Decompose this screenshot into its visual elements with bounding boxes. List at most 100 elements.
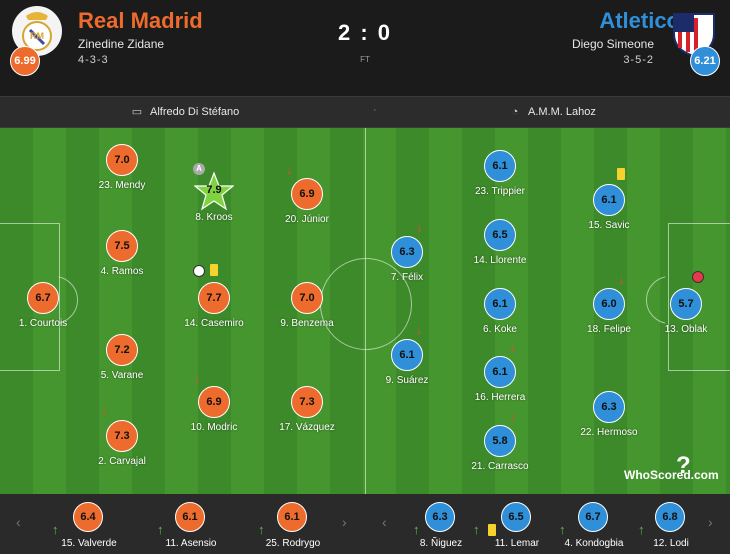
player-name: 11. Asensio	[165, 538, 217, 549]
away-substitute[interactable]: 6.7 4. Kondogbia	[549, 494, 639, 554]
chevron-left-icon[interactable]: ‹	[16, 514, 21, 530]
player-name: 8. Ñiguez	[419, 538, 463, 549]
player-name: 7. Félix	[390, 272, 424, 283]
player-rating: 6.4	[73, 502, 103, 532]
home-player[interactable]: 7.3 17. Vázquez	[262, 386, 352, 446]
player-name: 22. Hermoso	[580, 427, 638, 438]
home-team-name[interactable]: Real Madrid	[78, 8, 203, 33]
away-substitute[interactable]: 6.3 8. Ñiguez	[396, 494, 486, 554]
home-player[interactable]: 6.9 10. Modric	[169, 386, 259, 446]
player-rating: 7.5	[106, 230, 138, 262]
player-rating: 5.8	[484, 425, 516, 457]
subbed-on-arrow-icon: ↑	[413, 522, 420, 537]
svg-text:RM: RM	[30, 31, 44, 41]
home-formation: 4-3-3	[78, 54, 109, 66]
player-name: 2. Carvajal	[98, 456, 146, 467]
stadium-icon: ▭	[131, 106, 143, 118]
player-rating: 6.1	[277, 502, 307, 532]
home-player[interactable]: 7.5 4. Ramos	[77, 230, 167, 290]
away-player[interactable]: 6.5 14. Llorente	[455, 219, 545, 279]
pitch: 7.0 23. Mendy 7.9 8. Kroos A 6.9 20. Jún…	[0, 128, 730, 494]
subbed-off-arrow-icon: ↓	[618, 272, 625, 287]
player-name: 5. Varane	[100, 370, 144, 381]
away-player[interactable]: 5.8 21. Carrasco	[455, 425, 545, 485]
player-name: 15. Savic	[588, 220, 630, 231]
away-team-name[interactable]: Atletico	[599, 8, 680, 33]
yellow-card-icon	[488, 524, 496, 536]
player-name: 12. Lodi	[653, 538, 689, 549]
home-player[interactable]: 7.0 9. Benzema	[262, 282, 352, 342]
player-name: 23. Mendy	[98, 180, 146, 191]
player-name: 17. Vázquez	[279, 422, 335, 433]
home-player[interactable]: 7.0 23. Mendy	[77, 144, 167, 204]
away-player[interactable]: 6.1 6. Koke	[455, 288, 545, 348]
man-of-the-match-star-icon	[194, 171, 234, 211]
home-substitute[interactable]: 6.1 11. Asensio	[146, 494, 236, 554]
player-rating: 6.1	[484, 288, 516, 320]
away-substitute[interactable]: 6.8 12. Lodi	[626, 494, 716, 554]
player-rating: 7.3	[291, 386, 323, 418]
subbed-off-arrow-icon: ↓	[416, 220, 423, 235]
home-player[interactable]: 7.7 14. Casemiro	[169, 282, 259, 342]
home-player-goalkeeper[interactable]: 6.7 1. Courtois	[0, 282, 88, 342]
player-rating: 6.3	[425, 502, 455, 532]
player-name: 23. Trippier	[474, 186, 526, 197]
player-rating: 6.1	[175, 502, 205, 532]
away-player[interactable]: 6.1 23. Trippier	[455, 150, 545, 210]
whistle-icon: ◔	[511, 106, 519, 118]
player-rating: 6.9	[291, 178, 323, 210]
player-rating: 7.0	[106, 144, 138, 176]
chevron-right-icon[interactable]: ›	[708, 514, 713, 530]
home-team-rating: 6.99	[10, 46, 40, 76]
player-rating: 6.9	[198, 386, 230, 418]
own-goal-ball-icon	[692, 271, 704, 283]
whoscored-logo[interactable]: WhoScored.com	[624, 468, 719, 482]
subbed-off-arrow-icon: ↓	[509, 409, 516, 424]
away-substitute[interactable]: 6.5 11. Lemar	[472, 494, 562, 554]
player-rating: 6.0	[593, 288, 625, 320]
yellow-card-icon	[617, 168, 625, 180]
subbed-off-arrow-icon: ↓	[509, 340, 516, 355]
home-player[interactable]: 7.3 2. Carvajal	[77, 420, 167, 480]
info-separator: ·	[373, 104, 377, 116]
player-name: 1. Courtois	[18, 318, 68, 329]
subbed-off-arrow-icon: ↓	[101, 402, 108, 417]
player-rating: 7.9	[206, 184, 222, 196]
yellow-card-icon	[210, 264, 218, 276]
home-coach: Zinedine Zidane	[78, 37, 165, 51]
player-name: 9. Benzema	[280, 318, 334, 329]
away-player[interactable]: 6.3 7. Félix	[362, 236, 452, 296]
chevron-left-icon[interactable]: ‹	[382, 514, 387, 530]
away-player[interactable]: 6.1 15. Savic	[564, 184, 654, 244]
player-name: 18. Felipe	[587, 324, 631, 335]
match-score: 2 : 0	[337, 20, 393, 45]
away-player[interactable]: 6.3 22. Hermoso	[564, 391, 654, 451]
player-name: 21. Carrasco	[471, 461, 529, 472]
player-name: 16. Herrera	[474, 392, 526, 403]
player-name: 6. Koke	[483, 324, 517, 335]
home-player[interactable]: 7.2 5. Varane	[77, 334, 167, 394]
away-player[interactable]: 6.0 18. Felipe	[564, 288, 654, 348]
home-player-motm[interactable]: 7.9 8. Kroos	[169, 171, 259, 236]
away-player[interactable]: 6.1 9. Suárez	[362, 339, 452, 399]
home-substitute[interactable]: 6.4 15. Valverde	[44, 494, 134, 554]
player-rating: 6.1	[593, 184, 625, 216]
away-player[interactable]: 6.1 16. Herrera	[455, 356, 545, 416]
player-rating: 6.1	[484, 150, 516, 182]
away-player-goalkeeper[interactable]: 5.7 13. Oblak	[641, 288, 730, 348]
player-rating: 6.5	[501, 502, 531, 532]
home-player[interactable]: 6.9 20. Júnior	[262, 178, 352, 238]
substitutes-bar: ‹ › ‹ › 6.4 15. Valverde ↑ 6.1 11. Asens…	[0, 494, 730, 554]
subbed-off-arrow-icon: ↓	[194, 370, 201, 385]
away-formation: 3-5-2	[623, 54, 654, 66]
whoscored-question-icon: ?	[676, 452, 691, 479]
chevron-right-icon[interactable]: ›	[342, 514, 347, 530]
player-rating: 5.7	[670, 288, 702, 320]
captain-badge-icon: A	[193, 163, 205, 175]
goal-ball-icon	[193, 265, 205, 277]
venue-name: Alfredo Di Stéfano	[150, 106, 240, 118]
player-rating: 7.3	[106, 420, 138, 452]
player-rating: 6.3	[593, 391, 625, 423]
home-substitute[interactable]: 6.1 25. Rodrygo	[248, 494, 338, 554]
